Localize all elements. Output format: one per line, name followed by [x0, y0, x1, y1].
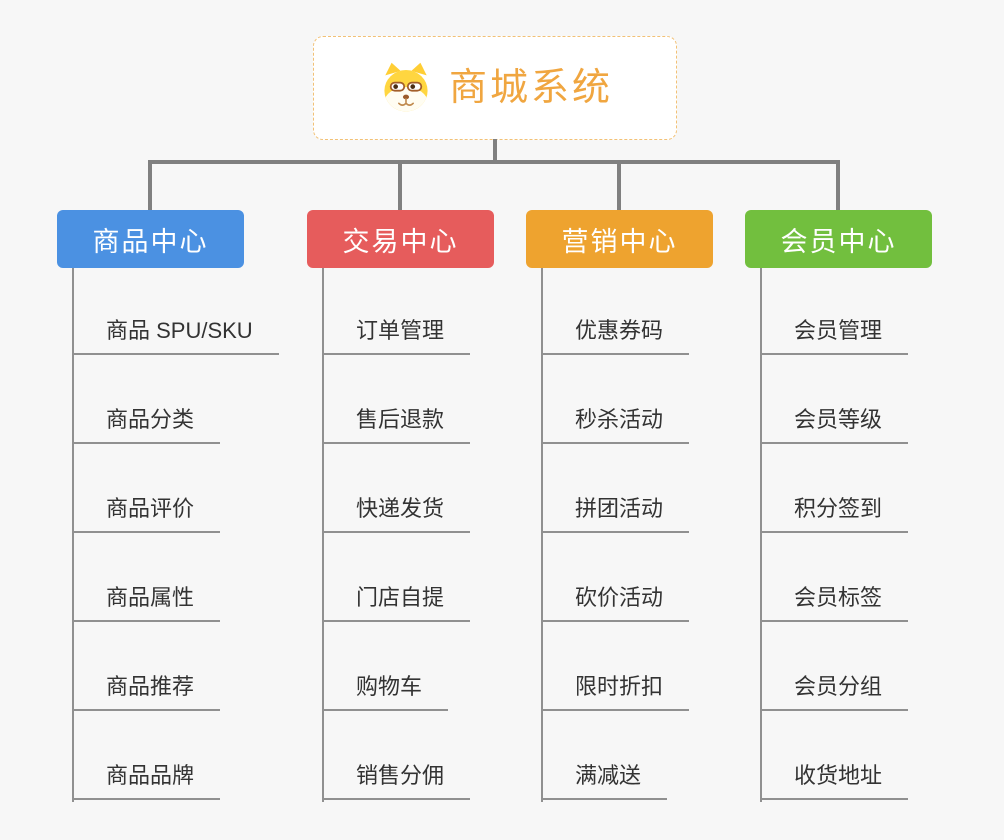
leaf-label: 优惠券码	[575, 317, 664, 343]
branch-node-trade-center[interactable]: 交易中心	[307, 210, 494, 268]
leaf-label: 拼团活动	[575, 495, 664, 521]
leaf-label: 砍价活动	[575, 584, 664, 610]
leaf-label: 会员分组	[794, 673, 883, 699]
leaf-node[interactable]: 售后退款	[322, 355, 471, 444]
leaf-label: 商品评价	[106, 495, 195, 521]
leaf-node[interactable]: 商品 SPU/SKU	[72, 268, 279, 355]
root-node-mall-system[interactable]: 商城系统	[313, 36, 677, 140]
branch-leaves: 优惠券码秒杀活动拼团活动砍价活动限时折扣满减送	[541, 268, 690, 800]
leaf-node[interactable]: 订单管理	[322, 268, 471, 355]
branch-node-member-center[interactable]: 会员中心	[745, 210, 932, 268]
leaf-label: 售后退款	[356, 406, 445, 432]
branch-trunk-line	[760, 268, 762, 802]
leaf-node[interactable]: 会员标签	[760, 533, 909, 622]
leaf-label: 限时折扣	[575, 673, 664, 699]
branch-trunk-line	[322, 268, 324, 802]
leaf-node[interactable]: 商品推荐	[72, 622, 221, 711]
connector-drop-4	[836, 162, 840, 212]
leaf-label: 商品品牌	[106, 762, 195, 788]
leaf-node[interactable]: 会员等级	[760, 355, 909, 444]
leaf-node[interactable]: 积分签到	[760, 444, 909, 533]
leaf-label: 商品分类	[106, 406, 195, 432]
leaf-node[interactable]: 秒杀活动	[541, 355, 690, 444]
connector-bus	[148, 160, 840, 164]
leaf-label: 商品 SPU/SKU	[106, 317, 253, 343]
branch-member-center: 会员中心 会员管理会员等级积分签到会员标签会员分组收货地址	[745, 210, 932, 802]
connector-drop-1	[148, 162, 152, 212]
leaf-label: 商品属性	[106, 584, 195, 610]
leaf-node[interactable]: 商品评价	[72, 444, 221, 533]
shiba-dog-icon	[384, 62, 428, 112]
leaf-node[interactable]: 限时折扣	[541, 622, 690, 711]
leaf-label: 购物车	[356, 673, 423, 699]
leaf-node[interactable]: 满减送	[541, 711, 668, 800]
branch-trunk-line	[72, 268, 74, 802]
leaf-node[interactable]: 会员分组	[760, 622, 909, 711]
leaf-label: 积分签到	[794, 495, 883, 521]
leaf-node[interactable]: 门店自提	[322, 533, 471, 622]
leaf-node[interactable]: 优惠券码	[541, 268, 690, 355]
leaf-label: 会员等级	[794, 406, 883, 432]
leaf-label: 门店自提	[356, 584, 445, 610]
leaf-node[interactable]: 快递发货	[322, 444, 471, 533]
leaf-label: 满减送	[575, 762, 642, 788]
leaf-node[interactable]: 购物车	[322, 622, 449, 711]
leaf-label: 快递发货	[356, 495, 445, 521]
branch-trunk-line	[541, 268, 543, 802]
branch-leaves: 会员管理会员等级积分签到会员标签会员分组收货地址	[760, 268, 909, 800]
leaf-node[interactable]: 商品属性	[72, 533, 221, 622]
leaf-label: 收货地址	[794, 762, 883, 788]
branch-leaves: 订单管理售后退款快递发货门店自提购物车销售分佣	[322, 268, 471, 800]
branch-marketing-center: 营销中心 优惠券码秒杀活动拼团活动砍价活动限时折扣满减送	[526, 210, 713, 802]
branch-node-goods-center[interactable]: 商品中心	[57, 210, 244, 268]
leaf-node[interactable]: 商品分类	[72, 355, 221, 444]
connector-drop-3	[617, 162, 621, 212]
branch-node-marketing-center[interactable]: 营销中心	[526, 210, 713, 268]
connector-drop-2	[398, 162, 402, 212]
branch-goods-center: 商品中心 商品 SPU/SKU 商品分类商品评价商品属性商品推荐商品品牌	[57, 210, 279, 802]
branch-leaves: 商品 SPU/SKU 商品分类商品评价商品属性商品推荐商品品牌	[72, 268, 279, 800]
connector-root-stub	[493, 139, 497, 164]
leaf-node[interactable]: 砍价活动	[541, 533, 690, 622]
leaf-label: 会员标签	[794, 584, 883, 610]
leaf-label: 会员管理	[794, 317, 883, 343]
leaf-node[interactable]: 拼团活动	[541, 444, 690, 533]
root-title: 商城系统	[448, 67, 613, 109]
leaf-label: 销售分佣	[356, 762, 445, 788]
leaf-label: 商品推荐	[106, 673, 195, 699]
leaf-label: 秒杀活动	[575, 406, 664, 432]
leaf-node[interactable]: 商品品牌	[72, 711, 221, 800]
leaf-label: 订单管理	[356, 317, 445, 343]
leaf-node[interactable]: 销售分佣	[322, 711, 471, 800]
branch-trade-center: 交易中心 订单管理售后退款快递发货门店自提购物车销售分佣	[307, 210, 494, 802]
leaf-node[interactable]: 收货地址	[760, 711, 909, 800]
leaf-node[interactable]: 会员管理	[760, 268, 909, 355]
